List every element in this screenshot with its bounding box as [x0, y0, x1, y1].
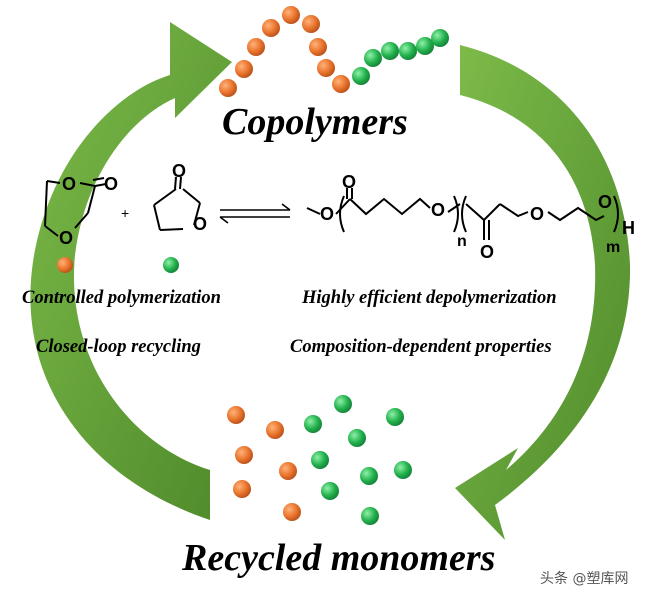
monomer-butyrolactone-structure [153, 176, 201, 231]
atom-o-ring-bottom: O [59, 228, 73, 248]
monomer-dot-orange [57, 257, 73, 273]
atom-o-ring-top: O [62, 174, 76, 194]
atom-o-copolymer-ester-1: O [431, 200, 445, 220]
cycle-arrow-left [30, 22, 232, 520]
title-copolymers: Copolymers [222, 101, 408, 143]
copolymer-chain-orange [219, 6, 350, 97]
atom-o-copolymer-carbonyl-2: O [480, 242, 494, 262]
recycled-monomers-orange [227, 406, 301, 521]
monomer-dioxanone-structure [44, 177, 107, 237]
watermark: 头条 @塑库网 [540, 568, 628, 588]
equilibrium-arrows [219, 203, 291, 224]
subscript-m: m [606, 239, 620, 256]
watermark-brand: 头条 [540, 571, 568, 587]
atom-o-carbonyl: O [104, 174, 118, 194]
atom-o-copolymer-carbonyl-1: O [342, 172, 356, 192]
monomer-dot-green [163, 257, 179, 273]
atom-o-copolymer-methoxy: O [320, 204, 334, 224]
copolymer-chain-green [352, 29, 449, 85]
subscript-n: n [457, 233, 467, 250]
feature-composition-dependent-properties: Composition-dependent properties [290, 337, 552, 357]
plus-sign: + [121, 205, 129, 221]
atom-o-lactone-carbonyl: O [172, 161, 186, 181]
title-recycled-monomers: Recycled monomers [182, 537, 496, 579]
feature-highly-efficient-depolymerization: Highly efficient depolymerization [302, 288, 557, 308]
copolymer-structure [306, 188, 619, 240]
recycled-monomers-green [304, 395, 412, 525]
feature-closed-loop-recycling: Closed-loop recycling [36, 337, 201, 357]
atom-o-copolymer-ether: O [530, 204, 544, 224]
atom-o-lactone-ring: O [193, 214, 207, 234]
atom-h-terminal: H [622, 218, 635, 238]
watermark-handle: @塑库网 [572, 571, 629, 587]
cycle-arrow-right [455, 45, 631, 540]
atom-o-copolymer-ester-2: O [598, 192, 612, 212]
feature-controlled-polymerization: Controlled polymerization [22, 288, 221, 308]
